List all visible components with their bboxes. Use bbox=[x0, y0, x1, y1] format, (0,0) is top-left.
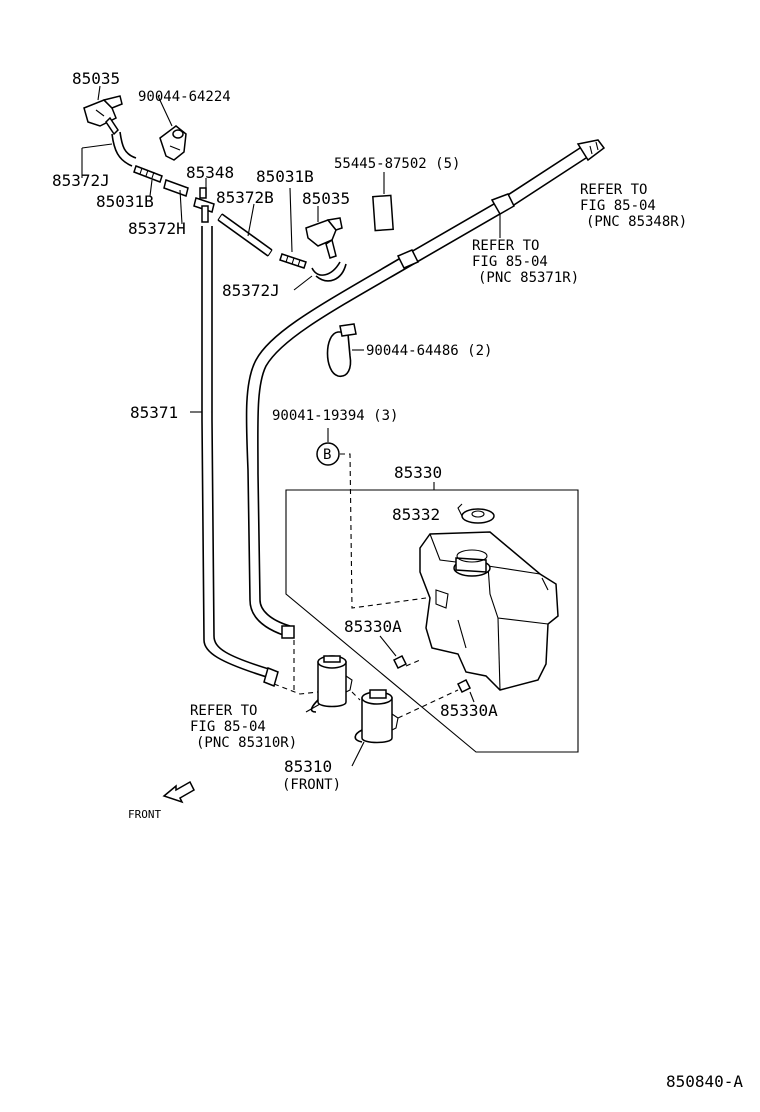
label-85310: 85310 bbox=[284, 757, 332, 776]
tank-box bbox=[285, 482, 579, 753]
hose-85372j-mid bbox=[311, 261, 347, 282]
front-label: FRONT bbox=[128, 808, 161, 821]
hose-right-long bbox=[245, 139, 606, 639]
nut-85330a-1 bbox=[392, 654, 408, 670]
pump-85310-b bbox=[354, 689, 399, 744]
grommet-55445 bbox=[372, 194, 394, 232]
nozzle-85035-top bbox=[83, 95, 123, 136]
label-85330a-1: 85330A bbox=[344, 617, 402, 636]
figure-id: 850840-A bbox=[666, 1072, 743, 1091]
ref-85371r-line3: (PNC 85371R) bbox=[478, 270, 579, 286]
label-85371: 85371 bbox=[130, 403, 178, 422]
hose-85371 bbox=[201, 226, 279, 688]
label-85031b-left: 85031B bbox=[96, 192, 154, 211]
hose-85372h bbox=[163, 179, 189, 197]
clamp-90044-64486 bbox=[326, 323, 357, 378]
connector-85031b-mid bbox=[279, 253, 307, 269]
label-55445: 55445-87502 (5) bbox=[334, 156, 460, 172]
label-85031b-mid: 85031B bbox=[256, 167, 314, 186]
label-85330: 85330 bbox=[394, 463, 442, 482]
ref-85310r-line2: FIG 85-04 bbox=[190, 719, 266, 735]
label-85035-top: 85035 bbox=[72, 69, 120, 88]
callout-b: B bbox=[323, 447, 331, 463]
washer-tank bbox=[419, 531, 559, 691]
clip-90044-64224 bbox=[159, 125, 187, 161]
ref-85371r-line1: REFER TO bbox=[472, 238, 539, 254]
front-arrow-icon bbox=[162, 780, 195, 804]
label-85035-mid: 85035 bbox=[302, 189, 350, 208]
hose-85372j-top bbox=[111, 131, 137, 167]
pump-85310-a bbox=[310, 655, 353, 713]
label-90044-64486: 90044-64486 (2) bbox=[366, 343, 492, 359]
ref-85348r-line2: FIG 85-04 bbox=[580, 198, 656, 214]
ref-85310r-line1: REFER TO bbox=[190, 703, 257, 719]
ref-85371r-line2: FIG 85-04 bbox=[472, 254, 548, 270]
ref-85348r-line3: (PNC 85348R) bbox=[586, 214, 687, 230]
nozzle-85035-mid bbox=[305, 217, 343, 259]
label-90044-64224: 90044-64224 bbox=[138, 89, 231, 105]
nut-85330a-2 bbox=[456, 678, 472, 694]
label-90041-19394: 90041-19394 (3) bbox=[272, 408, 398, 424]
label-85348: 85348 bbox=[186, 163, 234, 182]
hose-85372b bbox=[217, 213, 273, 257]
label-85330a-2: 85330A bbox=[440, 701, 498, 720]
label-85372h: 85372H bbox=[128, 219, 186, 238]
callout-b-circle bbox=[316, 442, 340, 466]
tjoint-85348 bbox=[193, 187, 215, 223]
label-85310-front: (FRONT) bbox=[282, 777, 341, 793]
connector-85031b-left bbox=[133, 165, 163, 183]
ref-85348r-line1: REFER TO bbox=[580, 182, 647, 198]
label-85332: 85332 bbox=[392, 505, 440, 524]
label-85372b: 85372B bbox=[216, 188, 274, 207]
cap-85332 bbox=[457, 503, 495, 524]
label-85372j-mid: 85372J bbox=[222, 281, 280, 300]
ref-85310r-line3: (PNC 85310R) bbox=[196, 735, 297, 751]
label-85372j-top: 85372J bbox=[52, 171, 110, 190]
